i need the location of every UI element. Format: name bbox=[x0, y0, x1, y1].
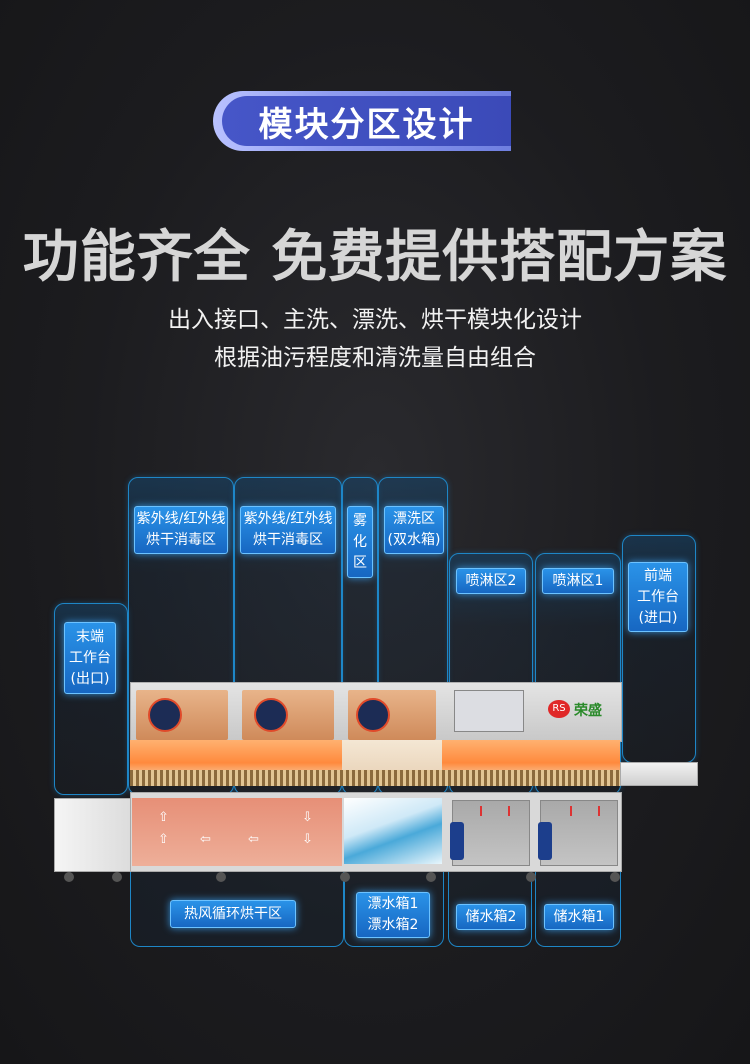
brand-logo-mark: RS bbox=[548, 700, 570, 718]
entry-table bbox=[620, 762, 698, 786]
wheel bbox=[216, 872, 226, 882]
zone-label-tank2: 储水箱2 bbox=[456, 904, 526, 930]
zone-label-entry: 前端 工作台 (进口) bbox=[628, 562, 688, 632]
zone-label-rinse-tanks: 漂水箱1 漂水箱2 bbox=[356, 892, 430, 938]
zone-label-rinse: 漂洗区 (双水箱) bbox=[384, 506, 444, 554]
zone-label-spray1: 喷淋区1 bbox=[542, 568, 614, 594]
arrow-up-icon: ⇧ bbox=[158, 832, 169, 847]
zone-label-tank1: 储水箱1 bbox=[544, 904, 614, 930]
arrow-down-icon: ⇩ bbox=[302, 810, 313, 825]
conveyor-belt bbox=[130, 770, 620, 786]
wheel bbox=[426, 872, 436, 882]
zone-label-exit: 末端 工作台 (出口) bbox=[64, 622, 116, 694]
spray-nozzle bbox=[508, 806, 510, 816]
arrow-left-icon: ⇦ bbox=[200, 832, 211, 847]
zone-label-spray2: 喷淋区2 bbox=[456, 568, 526, 594]
rinse-water-tank bbox=[344, 798, 442, 864]
exit-table bbox=[54, 798, 132, 872]
storage-tank-2 bbox=[452, 800, 530, 866]
wheel bbox=[64, 872, 74, 882]
fan-icon bbox=[254, 698, 288, 732]
storage-tank-1 bbox=[540, 800, 618, 866]
brand-logo-name: 荣盛 bbox=[574, 703, 602, 719]
section-badge: 模块分区设计 bbox=[213, 91, 511, 151]
arrow-left-icon: ⇦ bbox=[248, 832, 259, 847]
control-panel bbox=[454, 690, 524, 732]
pump-icon bbox=[450, 822, 464, 860]
arrow-down-icon: ⇩ bbox=[302, 832, 313, 847]
spray-nozzle bbox=[598, 806, 600, 816]
zone-label-hot-air: 热风循环烘干区 bbox=[170, 900, 296, 928]
zone-label-mist: 雾 化 区 bbox=[347, 506, 373, 578]
spray-nozzle bbox=[480, 806, 482, 816]
wheel bbox=[610, 872, 620, 882]
pump-icon bbox=[538, 822, 552, 860]
subtitle-line-1: 出入接口、主洗、漂洗、烘干模块化设计 bbox=[168, 307, 582, 333]
wheel bbox=[112, 872, 122, 882]
fan-icon bbox=[148, 698, 182, 732]
spray-nozzle bbox=[570, 806, 572, 816]
hot-air-chamber bbox=[132, 798, 342, 866]
headline: 功能齐全 免费提供搭配方案 bbox=[22, 225, 728, 290]
zone-label-uv1: 紫外线/红外线 烘干消毒区 bbox=[134, 506, 228, 554]
wheel bbox=[526, 872, 536, 882]
wheel bbox=[340, 872, 350, 882]
zone-label-uv2: 紫外线/红外线 烘干消毒区 bbox=[240, 506, 336, 554]
fan-icon bbox=[356, 698, 390, 732]
arrow-up-icon: ⇧ bbox=[158, 810, 169, 825]
subtitle-line-2: 根据油污程度和清洗量自由组合 bbox=[214, 345, 536, 371]
section-badge-title: 模块分区设计 bbox=[222, 96, 511, 146]
